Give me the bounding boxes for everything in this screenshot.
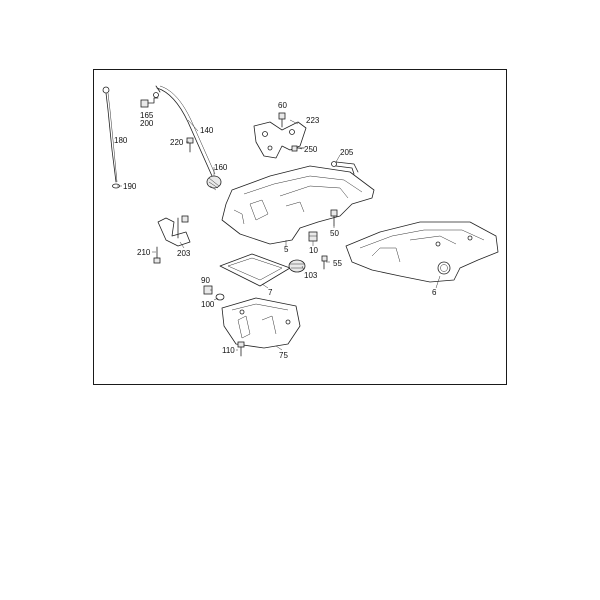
- callout-223: 223: [306, 116, 320, 125]
- callout-90: 90: [201, 276, 210, 285]
- callout-5: 5: [284, 245, 289, 254]
- callout-203: 203: [177, 249, 191, 258]
- plug-10-part[interactable]: [308, 231, 318, 242]
- callout-140: 140: [200, 126, 214, 135]
- callout-6: 6: [432, 288, 437, 297]
- bolt-110-part[interactable]: [237, 341, 245, 357]
- callout-7: 7: [268, 288, 273, 297]
- callout-165: 165: [140, 111, 154, 120]
- oil-sump-75[interactable]: [221, 297, 301, 349]
- grommet-part[interactable]: [206, 175, 222, 191]
- seal-ring-100-part[interactable]: [215, 293, 225, 301]
- guide-tube-part[interactable]: [155, 85, 216, 177]
- pipe-205-part[interactable]: [331, 161, 359, 175]
- bolt-210-part[interactable]: [153, 246, 161, 264]
- diagram-frame: [93, 69, 507, 385]
- callout-210: 210: [137, 248, 151, 257]
- oil-pan-6[interactable]: [345, 221, 499, 283]
- callout-110: 110: [222, 346, 235, 355]
- bolt-bracket-part[interactable]: [140, 92, 159, 108]
- callout-190: 190: [123, 182, 137, 191]
- callout-10: 10: [309, 246, 318, 255]
- callout-160: 160: [214, 163, 228, 172]
- callout-75: 75: [279, 351, 288, 360]
- bolt-220-part[interactable]: [186, 137, 194, 153]
- callout-100: 100: [201, 300, 215, 309]
- callout-180: 180: [114, 136, 128, 145]
- callout-103: 103: [304, 271, 318, 280]
- bracket-223-part[interactable]: [253, 121, 307, 159]
- filter-103-part[interactable]: [288, 259, 306, 273]
- gasket-7-part[interactable]: [219, 253, 291, 287]
- bolt-50-part[interactable]: [330, 209, 338, 227]
- callout-250: 250: [304, 145, 318, 154]
- bracket-203-part[interactable]: [157, 215, 191, 247]
- callout-200: 200: [140, 119, 154, 128]
- bolt-55-part[interactable]: [321, 255, 328, 270]
- dipstick-part[interactable]: [102, 86, 118, 183]
- callout-55: 55: [333, 259, 342, 268]
- bolt-60-part[interactable]: [278, 112, 286, 128]
- callout-220: 220: [170, 138, 184, 147]
- upper-oil-pan-5[interactable]: [221, 165, 375, 245]
- callout-50: 50: [330, 229, 339, 238]
- callout-205: 205: [340, 148, 354, 157]
- callout-60: 60: [278, 101, 287, 110]
